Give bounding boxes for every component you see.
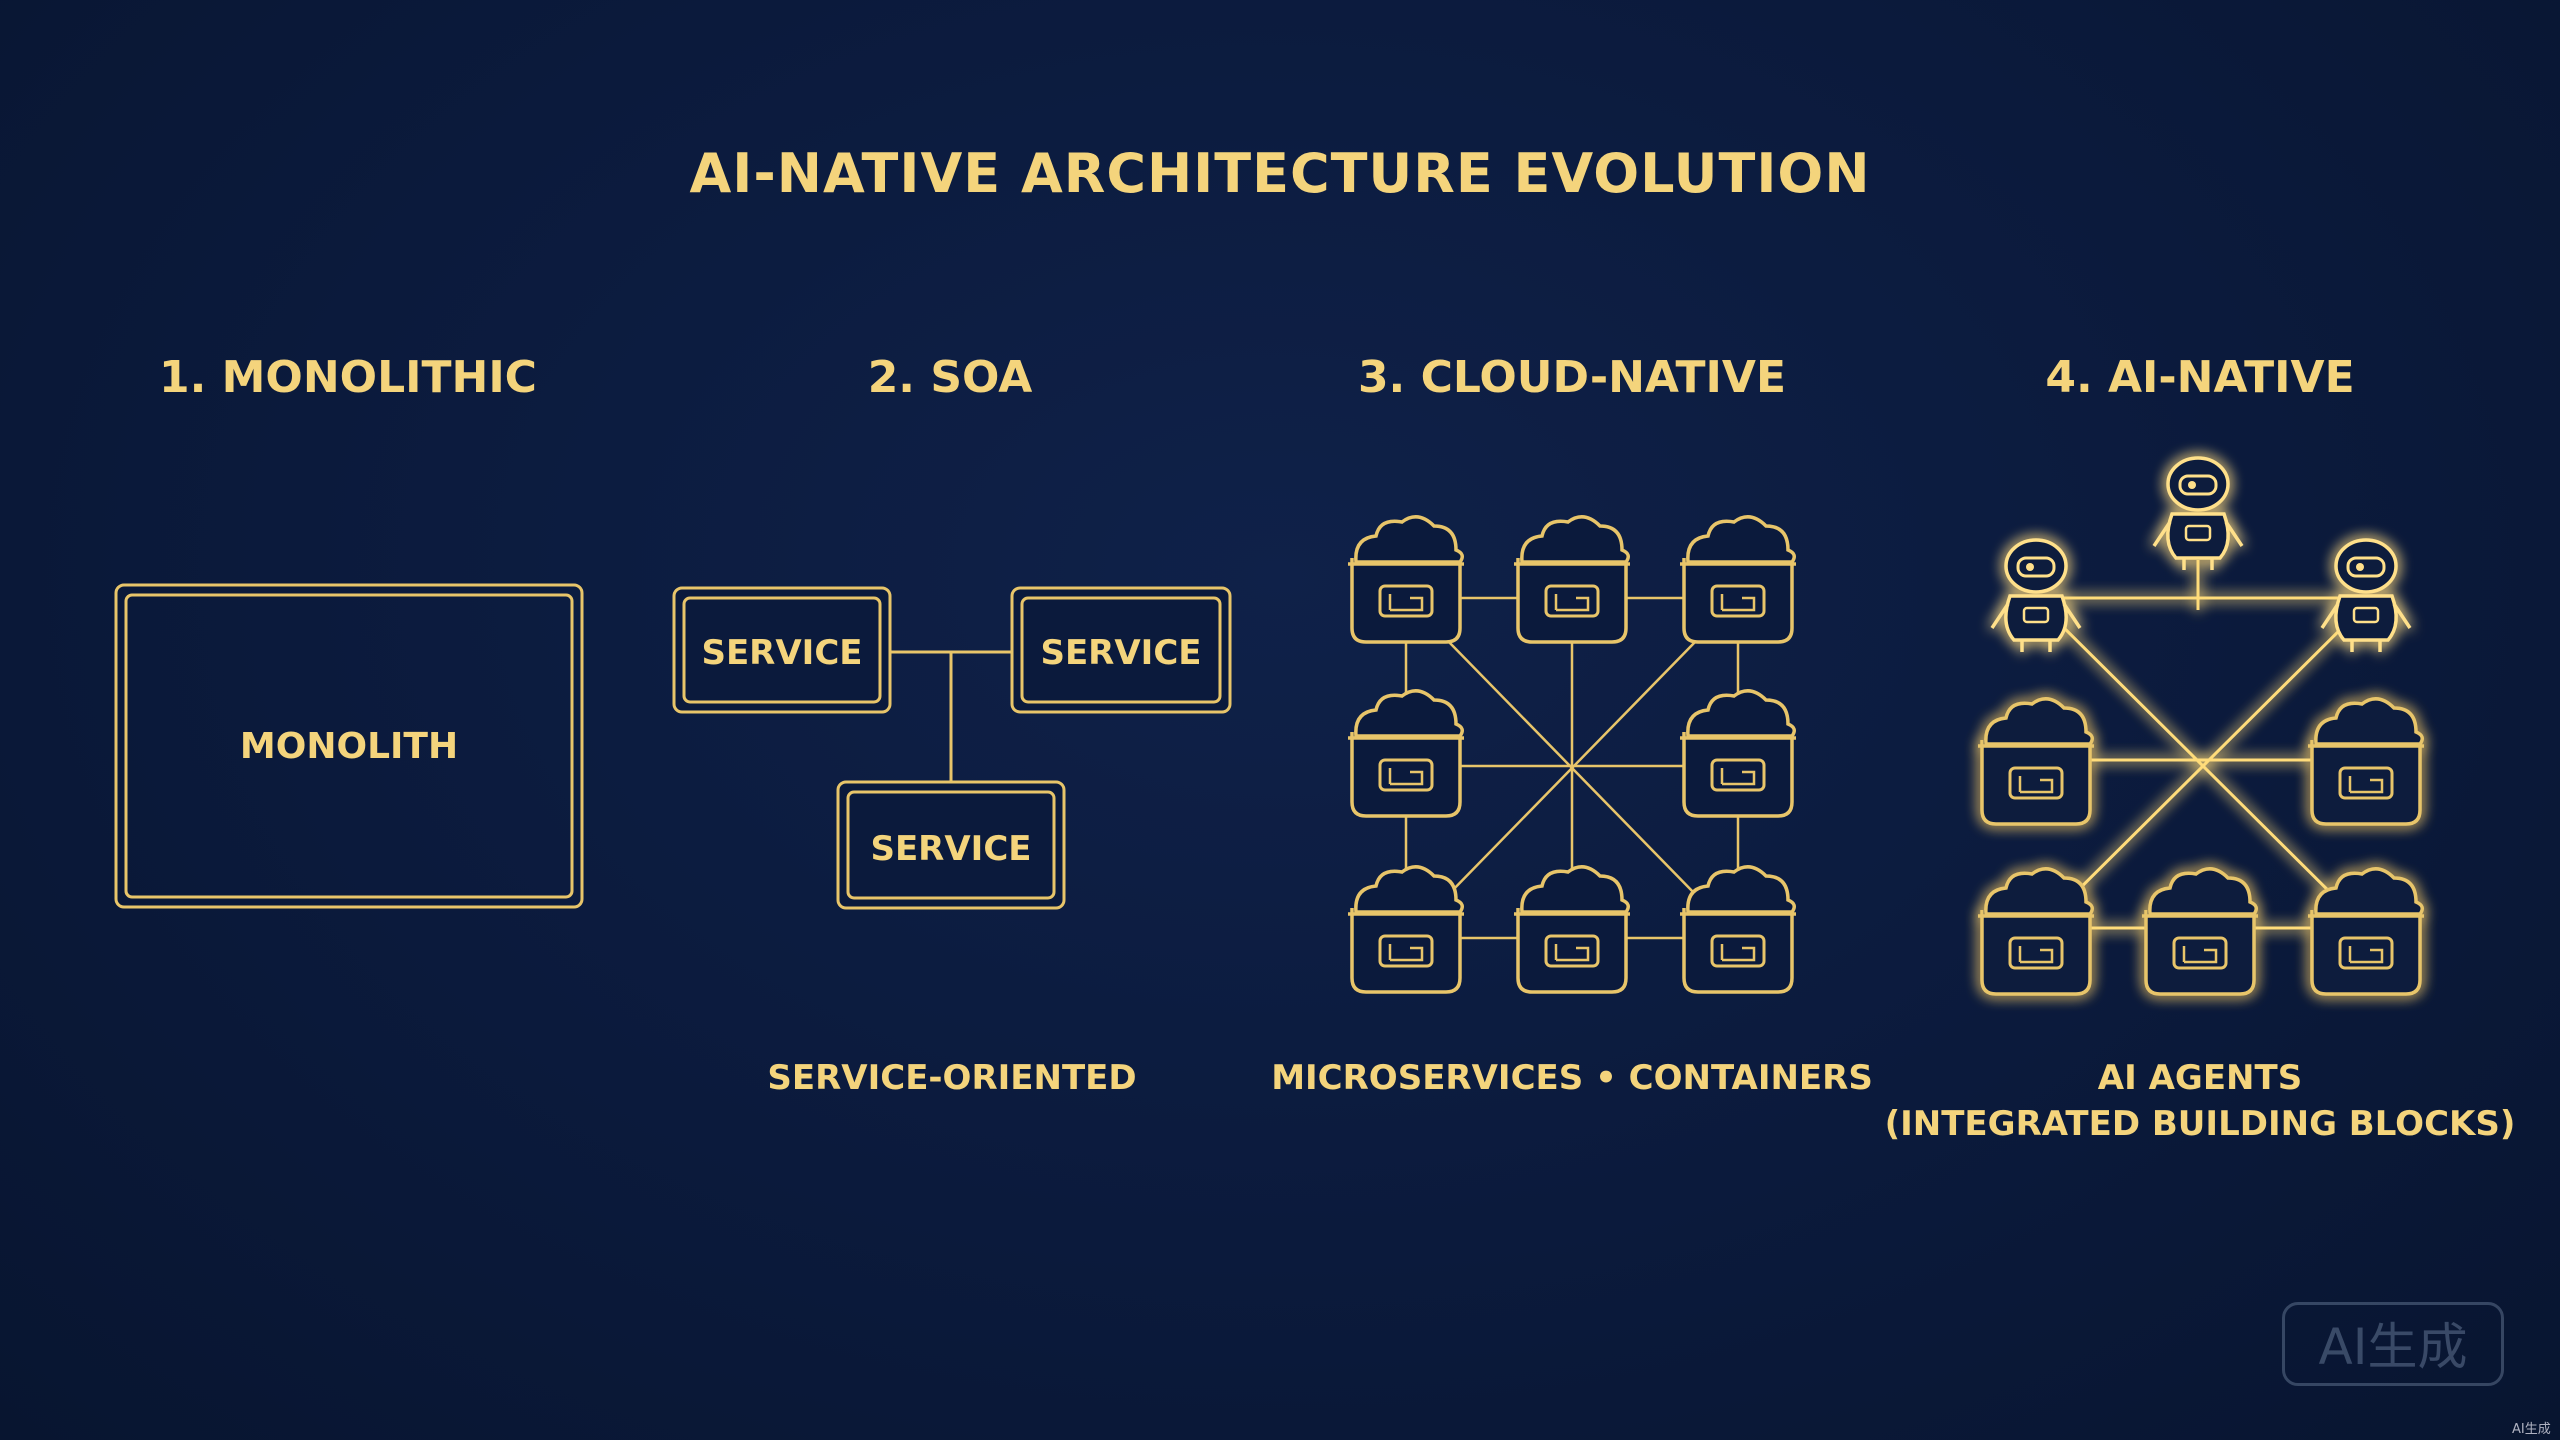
heading-cloud-native: 3. CLOUD-NATIVE: [1357, 352, 1787, 403]
page-title: AI-NATIVE ARCHITECTURE EVOLUTION: [689, 142, 1871, 205]
caption-cloud-native-line: MICROSERVICES • CONTAINERS: [1271, 1058, 1873, 1098]
container-icon: [1346, 515, 1466, 644]
robot-agent-icon: [1990, 538, 2082, 654]
heading-ai-native: 4. AI-NATIVE: [2045, 352, 2355, 403]
service-label-left: SERVICE: [701, 633, 862, 673]
service-label-bottom: SERVICE: [870, 829, 1031, 869]
service-box-right: [1010, 586, 1232, 714]
container-icon: [1512, 515, 1632, 644]
service-box-left: [672, 586, 892, 714]
caption-ai-native-line-1: AI AGENTS: [2097, 1058, 2303, 1098]
ai-native-network: [1976, 456, 2426, 996]
container-icon: [1976, 697, 2096, 826]
container-icon: [2306, 697, 2426, 826]
caption-soa: SERVICE-ORIENTED: [632, 1055, 1272, 1101]
heading-soa: 2. SOA: [867, 352, 1033, 403]
container-icon: [1678, 689, 1798, 818]
heading-monolithic: 1. MONOLITHIC: [159, 352, 537, 403]
caption-ai-native-line-2: (INTEGRATED BUILDING BLOCKS): [1884, 1104, 2516, 1144]
monolith-label: MONOLITH: [240, 726, 458, 767]
container-icon: [2140, 867, 2260, 996]
corner-mark: AI生成: [2512, 1422, 2551, 1437]
container-icon: [1346, 865, 1466, 994]
robot-agent-icon: [2152, 456, 2244, 572]
container-icon: [1512, 865, 1632, 994]
monolith-box: [114, 583, 584, 909]
caption-soa-line: SERVICE-ORIENTED: [767, 1058, 1137, 1098]
container-icon: [1976, 867, 2096, 996]
container-icon: [1346, 689, 1466, 818]
soa-connectors: [890, 650, 1012, 782]
service-box-bottom: [836, 780, 1066, 910]
container-icon: [1678, 515, 1798, 644]
service-label-right: SERVICE: [1040, 633, 1201, 673]
caption-ai-native: AI AGENTS (INTEGRATED BUILDING BLOCKS): [1880, 1055, 2520, 1147]
caption-cloud-native: MICROSERVICES • CONTAINERS: [1252, 1055, 1892, 1101]
container-icon: [1678, 865, 1798, 994]
ai-generated-watermark: AI生成: [2282, 1302, 2504, 1386]
